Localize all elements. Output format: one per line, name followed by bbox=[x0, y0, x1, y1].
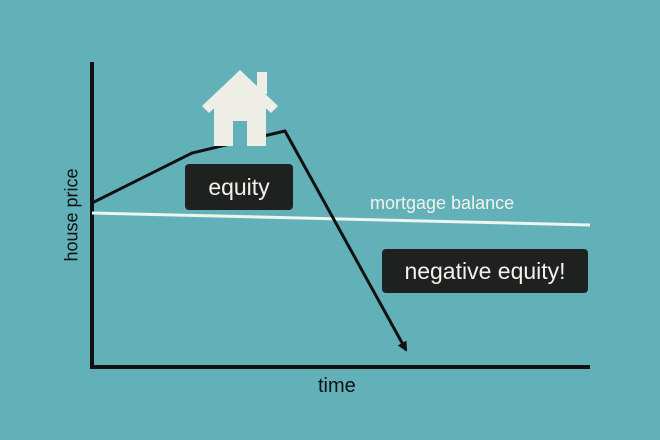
x-axis-label: time bbox=[318, 375, 356, 397]
negative-equity-box: negative equity! bbox=[382, 249, 588, 293]
mortgage-balance-label: mortgage balance bbox=[370, 193, 515, 213]
y-axis-label: house price bbox=[61, 168, 82, 262]
equity-box: equity bbox=[185, 164, 293, 210]
house-icon bbox=[202, 70, 278, 146]
mortgage-balance-line bbox=[91, 211, 591, 227]
